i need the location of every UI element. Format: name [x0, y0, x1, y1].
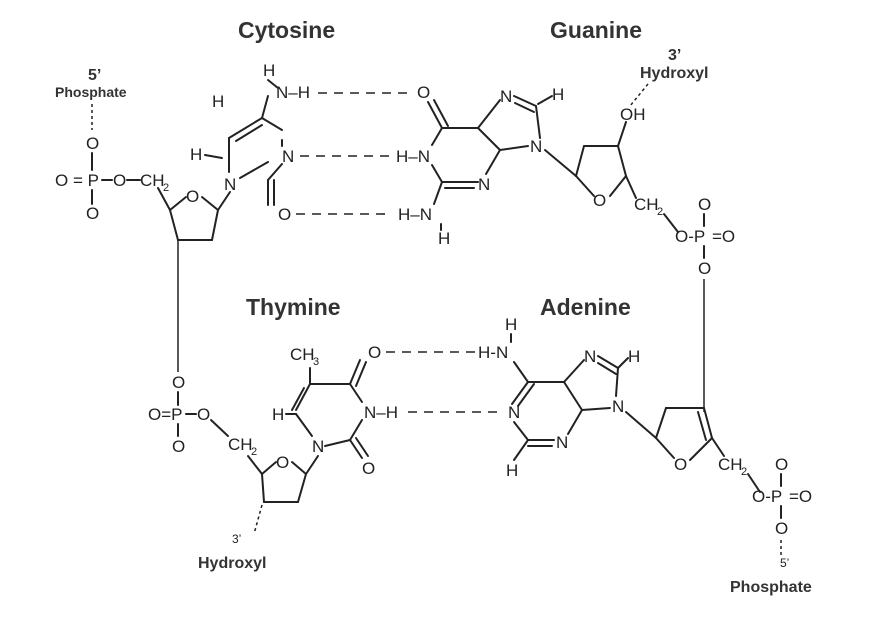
atom-ch: CH: [228, 435, 253, 454]
atom-n1: N: [312, 437, 324, 456]
atom-h-n1: H–N: [396, 147, 430, 166]
ring-oxygen: O: [674, 455, 687, 474]
atom-h8: H: [628, 347, 640, 366]
subscript-2: 2: [741, 466, 747, 478]
atom-oh: OH: [620, 105, 646, 124]
bottom-right-prime: 5’: [780, 556, 789, 570]
deoxyribose-bottom-left: O: [247, 453, 319, 503]
atom-o: O: [113, 171, 126, 190]
deoxyribose-top-right: O OH CH 2: [544, 105, 679, 233]
cytosine-title: Cytosine: [238, 17, 335, 43]
top-right-hydroxyl: Hydroxyl: [640, 65, 708, 82]
cytosine-ring: N N–H H N O H H: [190, 61, 310, 224]
atom-eq-o: =O: [712, 227, 735, 246]
thymine-title: Thymine: [246, 294, 341, 320]
atom-o-eq-p: O=P: [148, 405, 183, 424]
atom-n7: N: [500, 87, 512, 106]
top-right-prime: 3’: [668, 47, 681, 64]
ring-oxygen: O: [186, 187, 199, 206]
label-bottom-left-3prime-hydroxyl: 3’ Hydroxyl: [198, 504, 266, 572]
top-left-prime: 5’: [88, 67, 101, 84]
phosphate-left-middle: O O=P O O CH 2: [148, 373, 257, 458]
atom-o: O: [172, 437, 185, 456]
atom-n9: N: [530, 137, 542, 156]
deoxyribose-top-left: O: [157, 187, 231, 372]
atom-n1: N: [508, 403, 520, 422]
atom-n1: N: [224, 175, 236, 194]
atom-h: H: [263, 61, 275, 80]
atom-o-p: O-P: [752, 487, 782, 506]
atom-h: H: [505, 315, 517, 334]
phosphate-top-left: O O = P O CH 2 O: [55, 134, 169, 223]
atom-h6: H: [190, 145, 202, 164]
adenine-title: Adenine: [540, 294, 631, 320]
atom-h-n2b: H: [438, 229, 450, 248]
thymine-ring: CH 3 H N O N–H O: [272, 343, 398, 478]
subscript-2: 2: [251, 446, 257, 458]
atom-ch: CH: [634, 195, 659, 214]
deoxyribose-bottom-right: O CH 2: [625, 407, 761, 493]
label-top-right-3prime-hydroxyl: 3’ Hydroxyl: [629, 47, 708, 107]
atom-h2: H: [506, 461, 518, 480]
atom-n3: N: [282, 147, 294, 166]
bottom-left-prime: 3’: [232, 532, 241, 546]
atom-o: O: [86, 204, 99, 223]
atom-h-n: H-N: [478, 343, 508, 362]
ring-oxygen: O: [593, 191, 606, 210]
guanine-ring: O H–N N N H N H–N H: [396, 83, 564, 248]
atom-o-eq-p: O = P: [55, 171, 99, 190]
atom-n-h: N–H: [276, 83, 310, 102]
subscript-3: 3: [313, 356, 319, 368]
label-bottom-right-5prime-phosphate: 5’ Phosphate: [730, 540, 812, 596]
atom-o: O: [197, 405, 210, 424]
atom-o2: O: [278, 205, 291, 224]
atom-h-n2: H–N: [398, 205, 432, 224]
subscript-2: 2: [163, 182, 169, 194]
atom-ch: CH: [718, 455, 743, 474]
bottom-left-dotted-link: [253, 504, 263, 535]
phosphate-top-right: O O-P =O O: [675, 195, 735, 412]
atom-n3: N: [478, 175, 490, 194]
atom-n3: N: [556, 433, 568, 452]
atom-o4: O: [368, 343, 381, 362]
ring-oxygen: O: [276, 453, 289, 472]
atom-o: O: [775, 519, 788, 538]
top-left-phosphate: Phosphate: [55, 84, 127, 100]
atom-h8: H: [552, 85, 564, 104]
atom-o2: O: [362, 459, 375, 478]
phosphate-bottom-right: O O-P =O O: [752, 455, 812, 538]
atom-o: O: [698, 259, 711, 278]
atom-o-p: O-P: [675, 227, 705, 246]
atom-h5: H: [212, 92, 224, 111]
atom-o: O: [775, 455, 788, 474]
atom-eq-o: =O: [789, 487, 812, 506]
atom-n3-h: N–H: [364, 403, 398, 422]
atom-o: O: [698, 195, 711, 214]
atom-ch: CH: [140, 171, 165, 190]
bottom-left-hydroxyl: Hydroxyl: [198, 555, 266, 572]
atom-h6: H: [272, 405, 284, 424]
top-right-dotted-link: [629, 83, 649, 107]
atom-n9: N: [612, 397, 624, 416]
adenine-ring: H H-N N H N N H N: [478, 315, 640, 480]
atom-ch: CH: [290, 345, 315, 364]
guanine-title: Guanine: [550, 17, 642, 43]
label-top-left-5prime-phosphate: 5’ Phosphate: [55, 67, 127, 130]
bottom-right-phosphate: Phosphate: [730, 579, 812, 596]
atom-o: O: [172, 373, 185, 392]
atom-n7: N: [584, 347, 596, 366]
atom-o: O: [86, 134, 99, 153]
atom-o6: O: [417, 83, 430, 102]
subscript-2: 2: [657, 206, 663, 218]
